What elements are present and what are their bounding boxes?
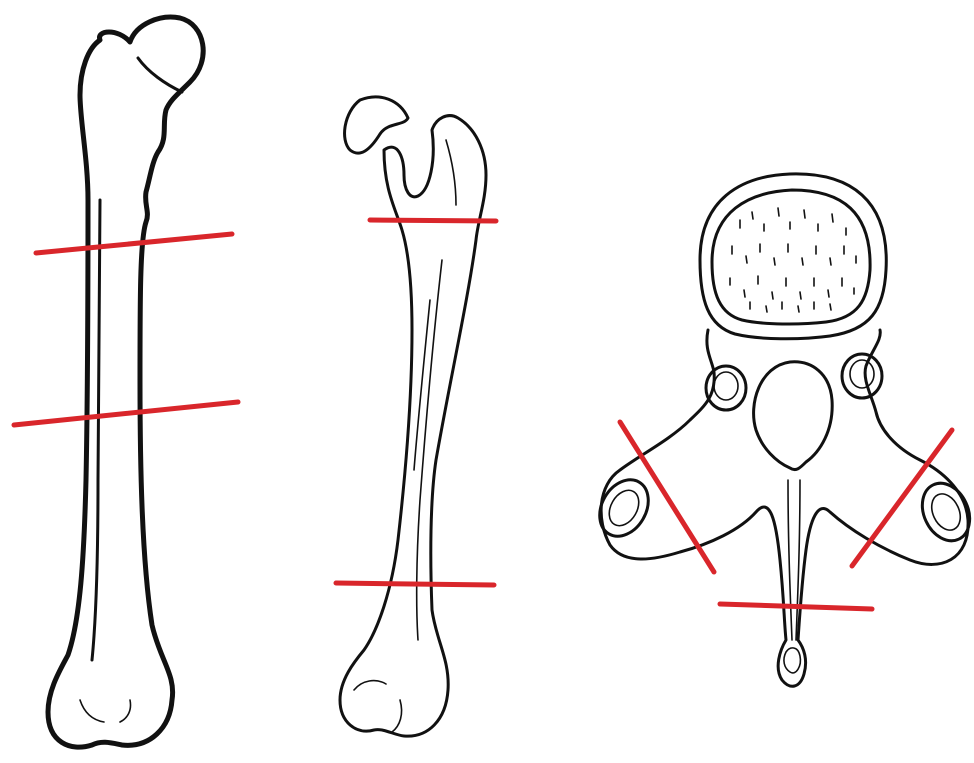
- femur-lateral-condyle-line: [392, 700, 402, 732]
- femur-lateral-cut-line-upper: [370, 220, 496, 221]
- femur-lateral-trochanter-line: [446, 140, 456, 205]
- femur-lateral-shaft-line: [414, 300, 430, 470]
- femur-anterior: [14, 17, 238, 747]
- femur-anterior-cut-line-upper: [36, 234, 232, 253]
- vertebra-cut-line-left: [620, 422, 714, 572]
- femur-anterior-outline: [48, 17, 203, 747]
- femur-anterior-cut-line-lower: [14, 402, 238, 425]
- femur-anterior-shaft-line: [92, 200, 100, 660]
- vertebra-arch-outline: [601, 330, 968, 686]
- femur-anterior-head-line: [138, 58, 182, 92]
- vertebra-superior: [590, 174, 974, 686]
- femur-lateral: [336, 97, 496, 736]
- vertebra-body-inner: [712, 190, 870, 324]
- femur-anterior-condyle-line: [120, 700, 131, 722]
- vertebra-right-transverse-process-tip: [913, 476, 974, 549]
- vertebra-spinous-process-tip: [784, 648, 800, 673]
- femur-lateral-condyle-line: [354, 681, 386, 690]
- vertebra-right-articular-facet: [842, 354, 882, 398]
- femur-lateral-cut-line-lower: [336, 583, 494, 585]
- femur-anterior-condyle-line: [80, 700, 104, 722]
- femur-lateral-outline: [345, 97, 408, 153]
- vertebra-spinous-process-ridge: [788, 480, 792, 640]
- vertebra-trabecular-texture: [730, 208, 856, 312]
- femur-lateral-outline: [340, 116, 486, 737]
- vertebra-cut-line-spinous: [720, 604, 872, 609]
- vertebra-foramen: [754, 362, 833, 470]
- vertebra-left-transverse-process-tip: [590, 471, 658, 545]
